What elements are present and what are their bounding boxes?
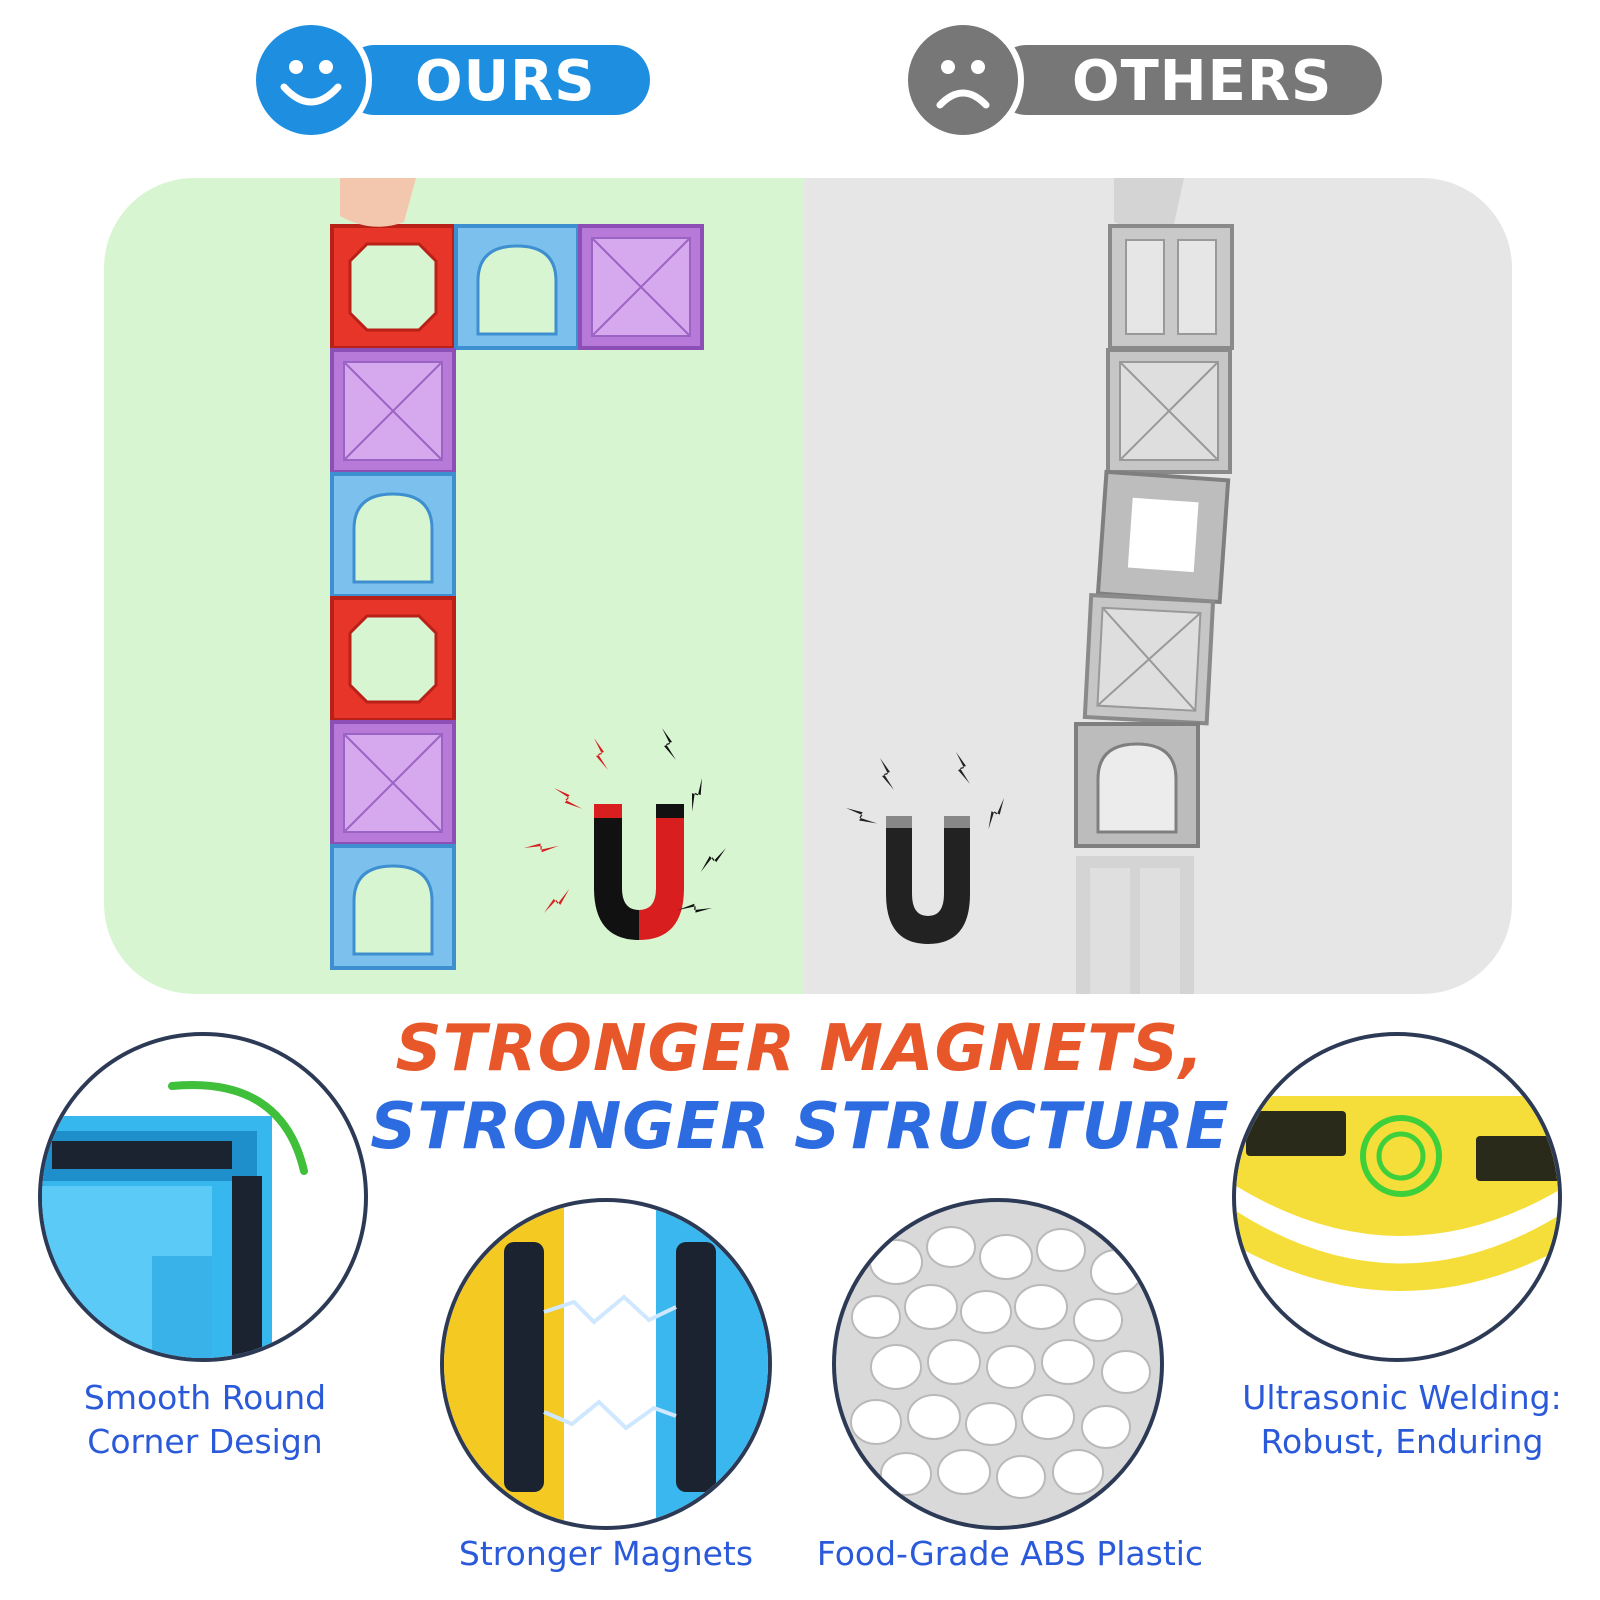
tile-gray [1074,722,1200,848]
hand-icon [340,178,416,227]
hand-icon [1114,178,1184,231]
feature-caption-welding: Ultrasonic Welding: Robust, Enduring [1222,1376,1582,1464]
sad-face-icon [902,19,1024,141]
headline-line2: STRONGER STRUCTURE [370,1090,1230,1164]
tile-red-octagon [330,596,456,722]
ours-label: OURS [415,49,596,114]
caption-line: Ultrasonic Welding: [1242,1378,1562,1417]
tile-blue-arch [330,472,456,598]
tile-red-octagon [330,224,456,350]
caption-line: Stronger Magnets [458,1534,754,1573]
tile-blue-arch [454,224,580,350]
tile-gray [1106,348,1232,474]
feature-caption-magnets: Stronger Magnets [400,1532,812,1576]
comparison-illustration [330,178,1234,994]
others-label: OTHERS [1072,49,1333,114]
tile-gray [1095,469,1231,605]
plastic-pellets-icon [850,1226,1151,1499]
caption-line: Corner Design [87,1422,323,1461]
headline-line1: STRONGER MAGNETS, [395,1012,1205,1086]
comparison-panel [104,178,1512,994]
tile-purple [330,348,456,474]
feature-circle-magnets [440,1198,772,1530]
spark-icon [543,1399,677,1431]
others-badge-pill [992,45,1382,115]
tile-purple [330,720,456,846]
feature-caption-corner: Smooth Round Corner Design [40,1376,370,1464]
feature-circle-welding [1232,1032,1562,1362]
weld-ring-icon [1360,1115,1442,1197]
feature-circle-pellets [832,1198,1164,1530]
caption-line: Robust, Enduring [1260,1422,1544,1461]
caption-line: Food-Grade ABS Plastic [816,1534,1204,1573]
tile-blue-arch [330,844,456,970]
tile-purple [578,224,704,350]
tile-gray [1108,224,1234,350]
feature-circle-corner [38,1032,368,1362]
tile-gray [1085,595,1213,723]
smiley-face-icon [250,19,372,141]
strong-magnet-icon [524,728,731,940]
feature-caption-plastic: Food-Grade ABS Plastic [790,1532,1230,1576]
curve-arrow-icon [168,1081,308,1175]
others-badge: OTHERS [902,19,1382,141]
caption-line: Smooth Round [83,1378,327,1417]
spark-icon [543,1294,677,1325]
weak-magnet-icon [846,752,1013,944]
ours-badge: OURS [250,19,650,141]
ours-badge-pill [340,45,650,115]
